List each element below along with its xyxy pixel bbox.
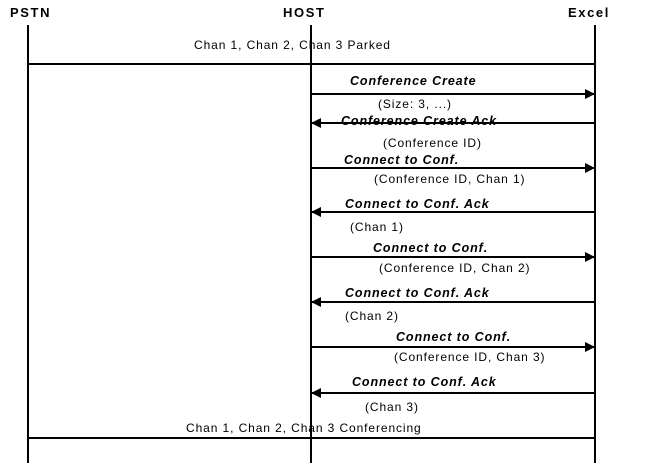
bottom-separator bbox=[28, 437, 595, 439]
lifeline-pstn bbox=[27, 25, 29, 463]
connect-to-conf-ack-2-param: (Chan 2) bbox=[345, 309, 399, 323]
connect-to-conf-3-shaft bbox=[311, 346, 595, 348]
connect-to-conf-2-label: Connect to Conf. bbox=[373, 241, 489, 255]
connect-to-conf-ack-1-label: Connect to Conf. Ack bbox=[345, 197, 490, 211]
connect-to-conf-ack-1-param: (Chan 1) bbox=[350, 220, 404, 234]
connect-to-conf-2-param: (Conference ID, Chan 2) bbox=[379, 261, 531, 275]
connect-to-conf-1-arrowhead bbox=[585, 163, 595, 173]
lifeline-excel bbox=[594, 25, 596, 463]
actor-label-pstn: PSTN bbox=[10, 5, 52, 20]
connect-to-conf-ack-2-arrowhead bbox=[311, 297, 321, 307]
conference-create-ack-param: (Conference ID) bbox=[383, 136, 482, 150]
connect-to-conf-1-label: Connect to Conf. bbox=[344, 153, 460, 167]
connect-to-conf-ack-1-arrowhead bbox=[311, 207, 321, 217]
lifeline-host bbox=[310, 25, 312, 463]
conference-create-shaft bbox=[311, 93, 595, 95]
parked-note: Chan 1, Chan 2, Chan 3 Parked bbox=[194, 38, 391, 52]
actor-label-host: HOST bbox=[283, 5, 326, 20]
connect-to-conf-ack-3-label: Connect to Conf. Ack bbox=[352, 375, 497, 389]
top-separator bbox=[28, 63, 595, 65]
conference-create-ack-shaft bbox=[311, 122, 595, 124]
conference-create-label: Conference Create bbox=[350, 74, 477, 88]
conference-create-param: (Size: 3, ...) bbox=[378, 97, 452, 111]
connect-to-conf-ack-3-shaft bbox=[311, 392, 595, 394]
connect-to-conf-2-shaft bbox=[311, 256, 595, 258]
conferencing-note: Chan 1, Chan 2, Chan 3 Conferencing bbox=[186, 421, 422, 435]
connect-to-conf-3-param: (Conference ID, Chan 3) bbox=[394, 350, 546, 364]
connect-to-conf-ack-1-shaft bbox=[311, 211, 595, 213]
conference-create-arrowhead bbox=[585, 89, 595, 99]
connect-to-conf-ack-3-param: (Chan 3) bbox=[365, 400, 419, 414]
connect-to-conf-ack-2-shaft bbox=[311, 301, 595, 303]
connect-to-conf-1-shaft bbox=[311, 167, 595, 169]
conference-create-ack-label: Conference Create Ack bbox=[341, 114, 497, 128]
connect-to-conf-ack-3-arrowhead bbox=[311, 388, 321, 398]
connect-to-conf-3-label: Connect to Conf. bbox=[396, 330, 512, 344]
connect-to-conf-3-arrowhead bbox=[585, 342, 595, 352]
connect-to-conf-1-param: (Conference ID, Chan 1) bbox=[374, 172, 526, 186]
connect-to-conf-2-arrowhead bbox=[585, 252, 595, 262]
conference-create-ack-arrowhead bbox=[311, 118, 321, 128]
connect-to-conf-ack-2-label: Connect to Conf. Ack bbox=[345, 286, 490, 300]
actor-label-excel: Excel bbox=[568, 5, 610, 20]
